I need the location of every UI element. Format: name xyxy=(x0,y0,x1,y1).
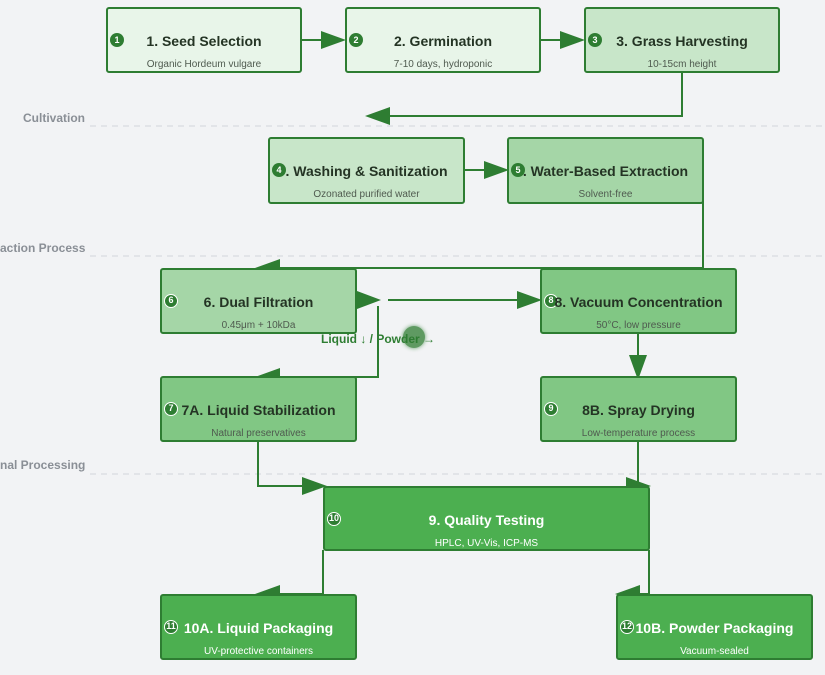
node-subtitle: 10-15cm height xyxy=(647,59,717,70)
node-subtitle: Vacuum-sealed xyxy=(680,646,749,657)
arrowhead-8b xyxy=(629,355,647,380)
decision-marker xyxy=(403,326,425,348)
node-vacuum-concentration[interactable]: 8 8. Vacuum Concentration 50°C, low pres… xyxy=(540,268,737,334)
step-badge: 9 xyxy=(544,402,558,416)
node-title: 10B. Powder Packaging xyxy=(635,620,794,636)
node-title: . Water-Based Extraction xyxy=(522,163,689,179)
node-liquid-packaging[interactable]: 11 10A. Liquid Packaging UV-protective c… xyxy=(160,594,357,660)
step-badge: 5 xyxy=(511,163,525,177)
step-badge: 7 xyxy=(164,402,178,416)
node-grass-harvesting[interactable]: 3 3. Grass Harvesting 10-15cm height xyxy=(584,7,780,73)
arrowhead-2 xyxy=(321,31,346,49)
step-badge: 2 xyxy=(349,33,363,47)
node-subtitle: 50°C, low pressure xyxy=(596,320,681,331)
node-title: 6. Dual Filtration xyxy=(203,294,314,310)
edge-3-4 xyxy=(390,72,683,117)
edge-7a-9 xyxy=(257,441,305,487)
arrowhead-5 xyxy=(484,161,509,179)
node-washing-sanitization[interactable]: 4 . Washing & Sanitization Ozonated puri… xyxy=(268,137,465,204)
node-seed-selection[interactable]: 1 1. Seed Selection Organic Hordeum vulg… xyxy=(106,7,302,73)
arrowhead-9-left xyxy=(302,477,327,495)
step-badge: 1 xyxy=(110,33,124,47)
arrowhead-3 xyxy=(560,31,585,49)
arrowhead-8a xyxy=(517,291,542,309)
node-spray-drying[interactable]: 9 8B. Spray Drying Low-temperature proce… xyxy=(540,376,737,442)
node-title: 10A. Liquid Packaging xyxy=(183,620,334,636)
lane-label-extraction: action Process xyxy=(0,241,86,255)
node-subtitle: 7-10 days, hydroponic xyxy=(393,59,493,70)
step-badge: 6 xyxy=(164,294,178,308)
node-quality-testing[interactable]: 10 9. Quality Testing HPLC, UV-Vis, ICP-… xyxy=(323,486,650,551)
node-subtitle: Natural preservatives xyxy=(211,428,306,439)
lane-label-final: nal Processing xyxy=(0,458,86,472)
edge-9-10b xyxy=(640,550,650,595)
edge-9-10a xyxy=(280,550,324,595)
lane-dividers xyxy=(90,125,825,475)
node-subtitle: Ozonated purified water xyxy=(313,189,420,200)
lane-label-cultivation: Cultivation xyxy=(23,111,85,125)
node-title: 7A. Liquid Stabilization xyxy=(181,402,336,418)
node-germination[interactable]: 2 2. Germination 7-10 days, hydroponic xyxy=(345,7,541,73)
node-dual-filtration[interactable]: 6 6. Dual Filtration 0.45μm + 10kDa xyxy=(160,268,357,334)
step-badge: 3 xyxy=(588,33,602,47)
node-subtitle: UV-protective containers xyxy=(204,646,313,657)
node-title: 8. Vacuum Concentration xyxy=(554,294,723,310)
node-water-extraction[interactable]: 5 . Water-Based Extraction Solvent-free xyxy=(507,137,704,204)
node-title: 1. Seed Selection xyxy=(146,33,262,49)
node-subtitle: 0.45μm + 10kDa xyxy=(221,320,296,331)
node-subtitle: Low-temperature process xyxy=(581,428,696,439)
step-badge: 8 xyxy=(544,294,558,308)
node-subtitle: Organic Hordeum vulgare xyxy=(146,59,262,70)
arrowhead-4 xyxy=(365,107,390,125)
step-badge: 11 xyxy=(164,620,178,634)
decision-label: Liquid ↓ / Powder → xyxy=(321,332,435,346)
node-subtitle: HPLC, UV-Vis, ICP-MS xyxy=(434,538,539,549)
node-title: 9. Quality Testing xyxy=(428,512,545,528)
node-liquid-stabilization[interactable]: 7 7A. Liquid Stabilization Natural prese… xyxy=(160,376,357,442)
step-badge: 10 xyxy=(327,512,341,526)
node-title: 2. Germination xyxy=(393,33,493,49)
step-badge: 4 xyxy=(272,163,286,177)
node-title: . Washing & Sanitization xyxy=(285,163,448,179)
step-badge: 12 xyxy=(620,620,634,634)
node-title: 3. Grass Harvesting xyxy=(616,33,748,49)
decision-diamond xyxy=(357,291,381,309)
node-powder-packaging[interactable]: 12 10B. Powder Packaging Vacuum-sealed xyxy=(616,594,813,660)
node-title: 8B. Spray Drying xyxy=(582,402,695,418)
node-subtitle: Solvent-free xyxy=(578,189,633,200)
